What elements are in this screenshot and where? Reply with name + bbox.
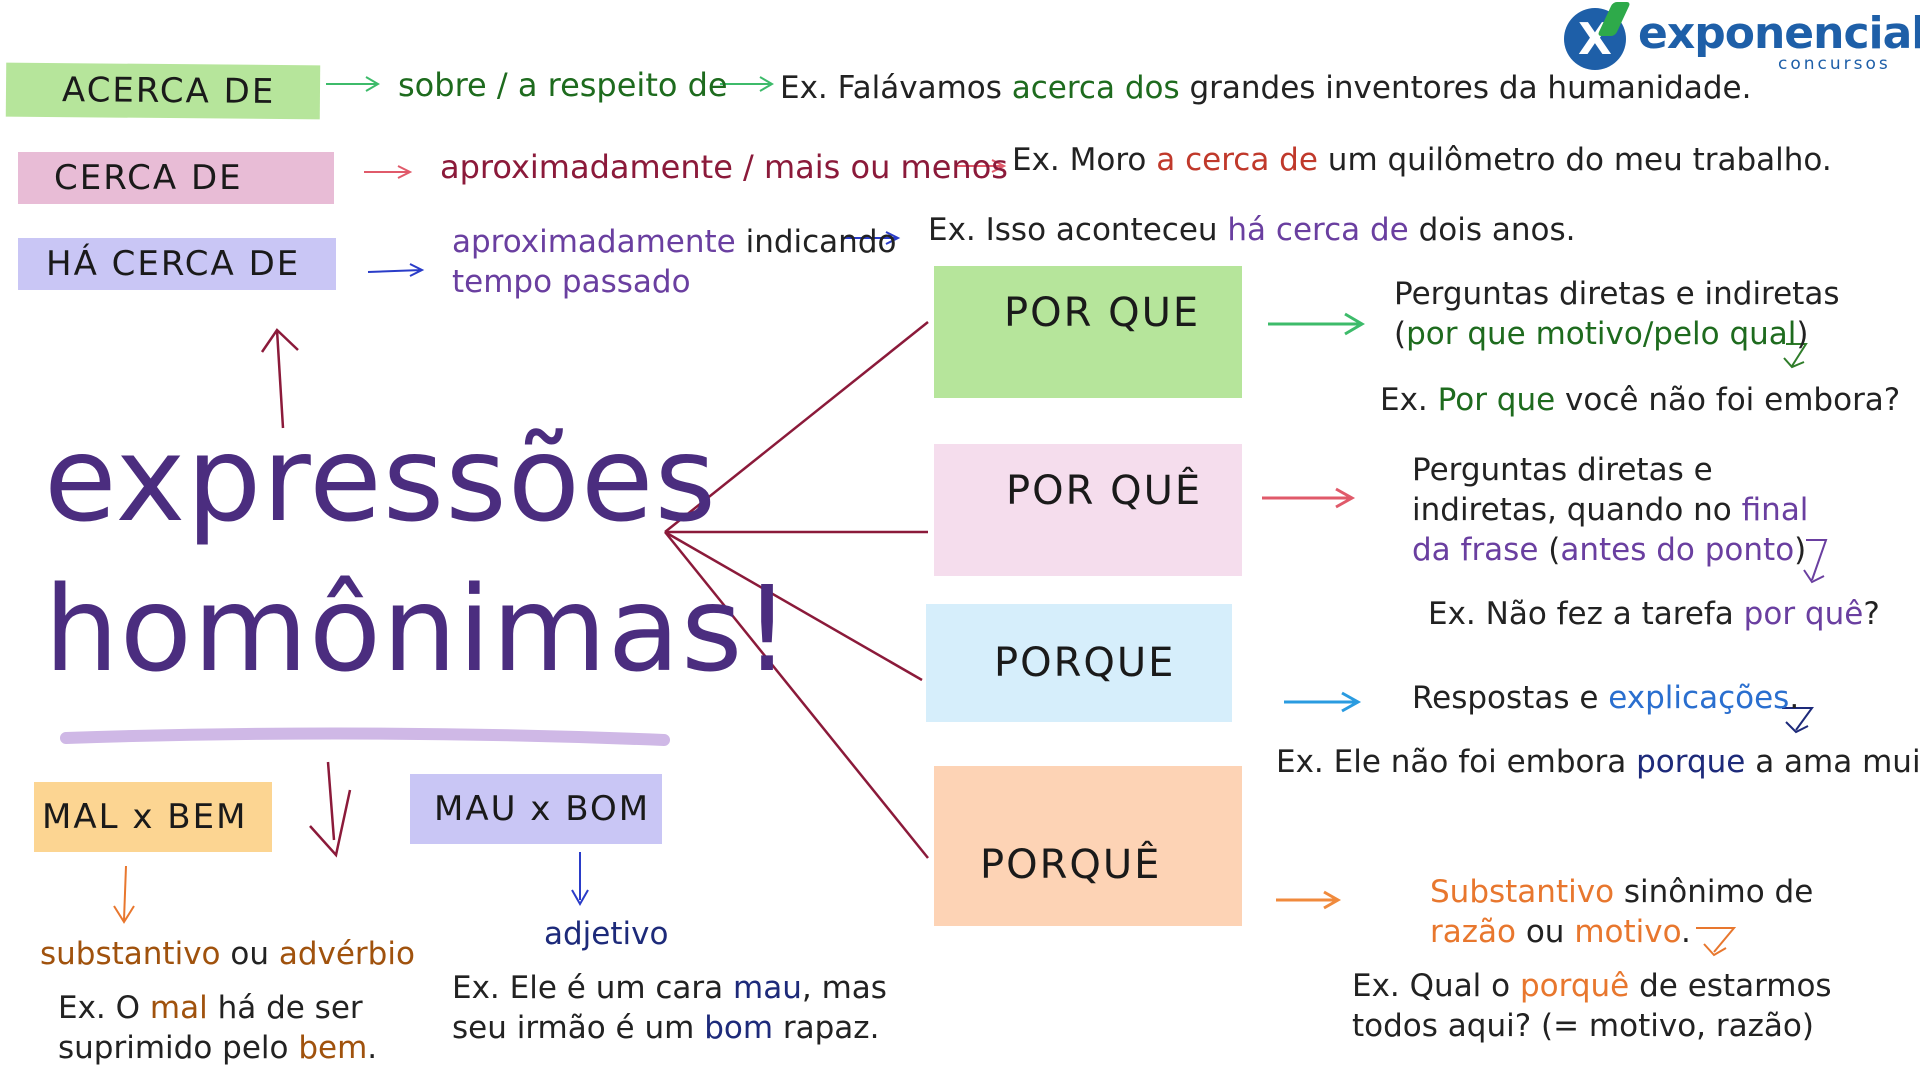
arrow-por-que	[1268, 312, 1365, 336]
box-por-que: POR QUE	[934, 266, 1242, 398]
return-arrow-3	[1782, 707, 1814, 734]
arrow-cerca-2	[956, 159, 1007, 173]
return-arrow-1	[1783, 343, 1808, 369]
example-porque-acento: Ex. Qual o porquê de estarmos todos aqui…	[1352, 968, 1832, 1044]
arrow-mau-bom	[571, 852, 589, 907]
example-acerca-de: Ex. Falávamos acerca dos grandes invento…	[780, 70, 1752, 106]
tag-mau-bom: MAU x BOM	[410, 774, 662, 844]
logo-sub: concursos	[1778, 54, 1891, 74]
return-arrow-4	[1696, 927, 1737, 957]
arrow-ha-2	[842, 231, 901, 245]
arrow-porque-acento	[1276, 890, 1342, 910]
arrow-por-que-acento	[1262, 487, 1356, 509]
tag-mal-bem: MAL x BEM	[34, 782, 272, 852]
meaning-ha-cerca-de: aproximadamente indicando tempo passado	[452, 224, 897, 300]
desc-por-que: Perguntas diretas e indiretas (por que m…	[1394, 276, 1840, 352]
desc-porque-acento: Substantivo sinônimo de razão ou motivo.	[1430, 874, 1814, 950]
meaning-cerca-de: aproximadamente / mais ou menos	[440, 148, 1008, 186]
example-cerca-de: Ex. Moro a cerca de um quilômetro do meu…	[1012, 142, 1832, 178]
arrow-ha-1	[367, 263, 425, 277]
title-underline	[60, 727, 670, 746]
class-mau-bom: adjetivo	[544, 916, 669, 952]
desc-porque: Respostas e explicações.	[1412, 680, 1800, 716]
arrow-porque	[1284, 691, 1362, 713]
branch-line-porque-acento	[664, 531, 929, 859]
example-por-que-acento: Ex. Não fez a tarefa por quê?	[1428, 596, 1880, 632]
logo-brand: exponencial	[1638, 8, 1920, 59]
example-porque: Ex. Ele não foi embora porque a ama muit…	[1276, 744, 1920, 780]
arrow-cerca-1	[364, 165, 413, 179]
arrow-acerca-1	[326, 76, 380, 92]
example-ha-cerca-de: Ex. Isso aconteceu há cerca de dois anos…	[928, 212, 1576, 248]
up-arrow	[260, 328, 299, 429]
arrow-mal-bem	[113, 865, 135, 924]
example-mal-bem: Ex. O mal há de ser suprimido pelo bem.	[58, 990, 378, 1066]
down-arrow	[309, 761, 352, 858]
logo: X exponencial concursos	[1560, 2, 1920, 74]
desc-por-que-acento: Perguntas diretas e indiretas, quando no…	[1412, 452, 1809, 568]
branch-line-por-que	[664, 321, 929, 533]
arrow-acerca-2	[720, 76, 774, 92]
box-porque-acento: PORQUÊ	[934, 766, 1242, 926]
example-mau-bom: Ex. Ele é um cara mau, mas seu irmão é u…	[452, 970, 887, 1046]
box-porque: PORQUE	[926, 604, 1232, 722]
return-arrow-2	[1803, 539, 1828, 584]
title-line-2: homônimas!	[44, 560, 792, 698]
tag-acerca-de: ACERCA DE	[5, 62, 321, 120]
meaning-acerca-de: sobre / a respeito de	[398, 66, 728, 104]
example-por-que: Ex. Por que você não foi embora?	[1380, 382, 1901, 418]
class-mal-bem: substantivo ou advérbio	[40, 936, 415, 972]
tag-ha-cerca-de: HÁ CERCA DE	[18, 238, 336, 290]
title-line-1: expressões	[44, 410, 718, 548]
branch-line-porque	[664, 530, 923, 682]
tag-cerca-de: CERCA DE	[18, 152, 334, 204]
box-por-que-acento: POR QUÊ	[934, 444, 1242, 576]
